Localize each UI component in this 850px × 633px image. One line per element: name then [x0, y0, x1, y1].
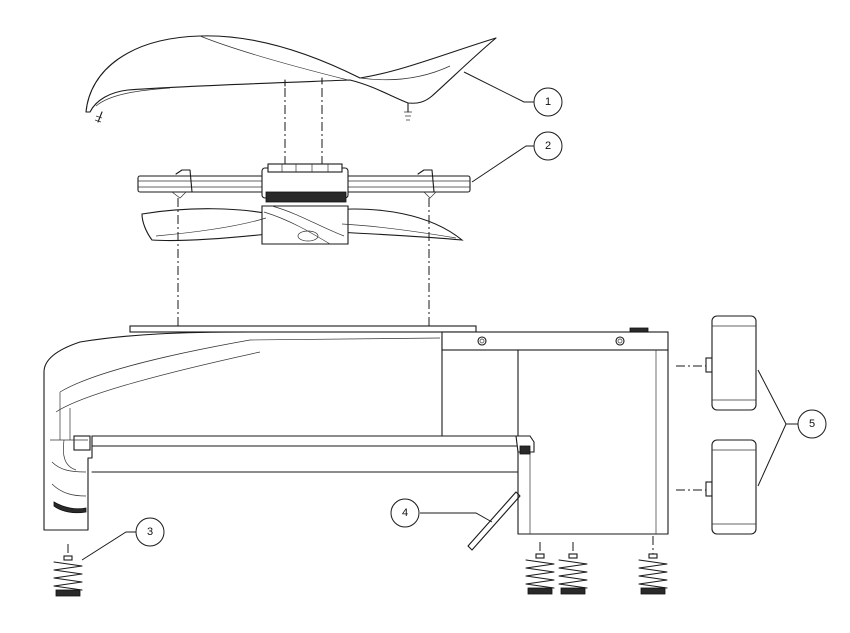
- top-cover-part: [85, 35, 497, 123]
- leader-line-3: [81, 531, 136, 561]
- callout-5-label: 5: [809, 418, 815, 430]
- callout-2: 2: [533, 131, 563, 161]
- leader-line-4: [420, 512, 493, 523]
- fan-assembly-part: [137, 163, 471, 245]
- spring-foot: [558, 542, 588, 595]
- spring-foot: [53, 544, 83, 597]
- callout-4-label: 4: [402, 507, 408, 519]
- spring-foot: [638, 536, 668, 595]
- spring-feet: [53, 536, 668, 597]
- callout-1-label: 1: [545, 96, 551, 108]
- callout-5: 5: [797, 409, 827, 439]
- main-body-housing: [43, 325, 669, 535]
- callout-2-label: 2: [545, 140, 551, 152]
- leader-line-2: [471, 145, 534, 183]
- callout-1: 1: [533, 87, 563, 117]
- callout-3: 3: [135, 517, 165, 547]
- side-blocks: [676, 315, 757, 535]
- callout-4: 4: [390, 498, 420, 528]
- leader-line-5a: [757, 369, 798, 425]
- spring-foot: [525, 542, 555, 595]
- leader-line-1: [463, 71, 534, 103]
- flap-part: [467, 491, 521, 551]
- callout-3-label: 3: [147, 526, 153, 538]
- leader-line-5b: [757, 423, 798, 487]
